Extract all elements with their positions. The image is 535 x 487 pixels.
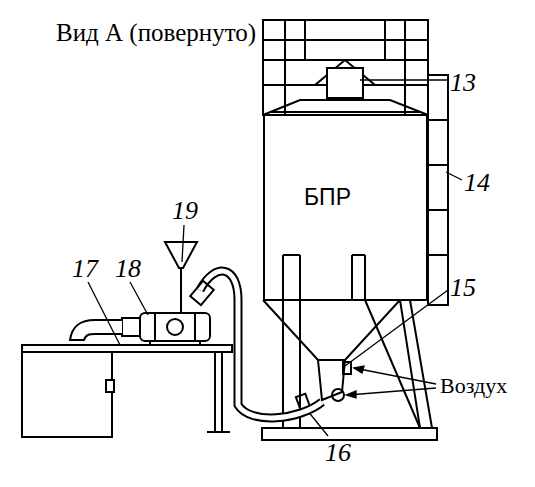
leader-lines: [88, 225, 448, 366]
view-title: Вид А (повернуто): [56, 20, 256, 45]
callout-number: 16: [325, 440, 351, 466]
base-frame: [262, 428, 437, 440]
outlet-pipe: [70, 320, 122, 340]
scaffold: [263, 20, 428, 115]
callout-number: 15: [450, 275, 476, 301]
callout-number: 17: [72, 256, 98, 282]
pump: [140, 313, 210, 341]
silo-label: БПР: [301, 185, 354, 210]
cabinet: [22, 352, 112, 437]
callout-number: 19: [172, 198, 198, 224]
callout-number: 14: [464, 170, 490, 196]
silo-body: БПР: [263, 115, 428, 300]
aerator: [318, 360, 345, 400]
callout-number: 13: [450, 70, 476, 96]
callout-number: 18: [115, 256, 141, 282]
funnel: [165, 242, 197, 268]
air-label: Воздух: [440, 375, 507, 397]
air-arrows: [346, 366, 436, 398]
table: [22, 345, 232, 352]
ladder: [428, 75, 448, 305]
